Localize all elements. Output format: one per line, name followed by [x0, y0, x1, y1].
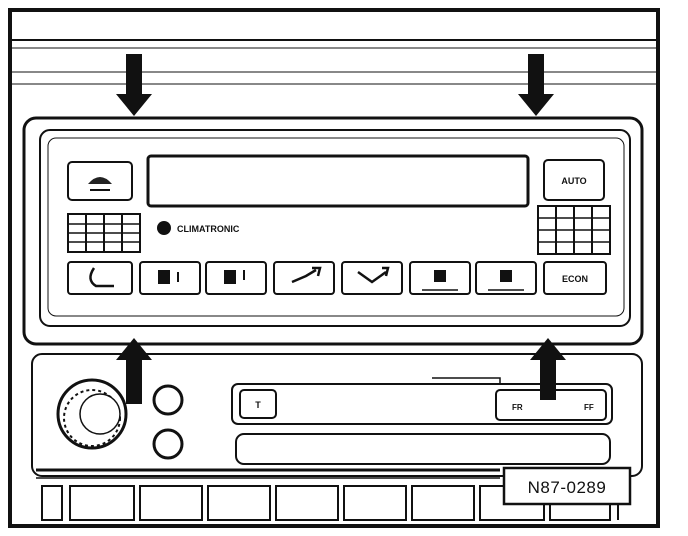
tuner-label: T: [255, 400, 261, 410]
arrow-down-right: [518, 54, 554, 116]
figure-code: N87-0289: [528, 478, 607, 497]
auto-button[interactable]: AUTO: [543, 159, 605, 201]
fan-high-icon: [224, 270, 245, 284]
fr-label: FR: [512, 403, 523, 412]
cd-slot: [235, 433, 611, 465]
brand-logo: CLIMATRONIC: [157, 221, 240, 235]
display-window: [146, 154, 530, 208]
preset-button[interactable]: [275, 485, 339, 521]
arrow-down-left: [116, 54, 152, 116]
ff-label: FF: [584, 403, 594, 412]
rear-window-heat-icon: [434, 270, 446, 282]
radio-round-button-1[interactable]: [152, 384, 184, 416]
airflow-up-button[interactable]: [273, 261, 335, 295]
econ-button[interactable]: ECON: [543, 261, 607, 295]
temp-grille-right: [537, 205, 611, 255]
figure-code-box: N87-0289: [502, 466, 632, 506]
arrow-up-left: [116, 338, 152, 404]
defrost-button[interactable]: [67, 161, 133, 201]
temp-grille-left: [67, 213, 141, 253]
preset-button[interactable]: [41, 485, 63, 521]
airflow-up-icon: [291, 266, 322, 284]
brand-logo-icon: [157, 221, 171, 235]
climate-panel-inner: [47, 137, 625, 317]
preset-button[interactable]: [69, 485, 135, 521]
rear-heat-button-1[interactable]: [409, 261, 471, 295]
arrow-up-right: [530, 338, 566, 400]
airflow-down-icon: [357, 266, 390, 284]
cassette-flap: [432, 377, 501, 384]
recirculation-icon: [89, 267, 114, 288]
preset-button[interactable]: [343, 485, 407, 521]
fan-low-icon: [158, 270, 179, 284]
rear-heat-button-2[interactable]: [475, 261, 537, 295]
preset-button[interactable]: [411, 485, 475, 521]
volume-knob[interactable]: [56, 378, 128, 450]
preset-button[interactable]: [207, 485, 271, 521]
fan-low-button[interactable]: [139, 261, 201, 295]
radio-round-button-2[interactable]: [152, 428, 184, 460]
outer-frame: [8, 8, 660, 528]
recirculation-button[interactable]: [67, 261, 133, 295]
airflow-down-button[interactable]: [341, 261, 403, 295]
brand-label: CLIMATRONIC: [177, 224, 240, 234]
tuner-button[interactable]: T: [239, 389, 277, 419]
rear-window-heat-icon: [500, 270, 512, 282]
fan-high-button[interactable]: [205, 261, 267, 295]
preset-button[interactable]: [139, 485, 203, 521]
auto-label: AUTO: [561, 176, 586, 186]
econ-label: ECON: [562, 274, 588, 284]
defrost-icon: [88, 177, 112, 191]
